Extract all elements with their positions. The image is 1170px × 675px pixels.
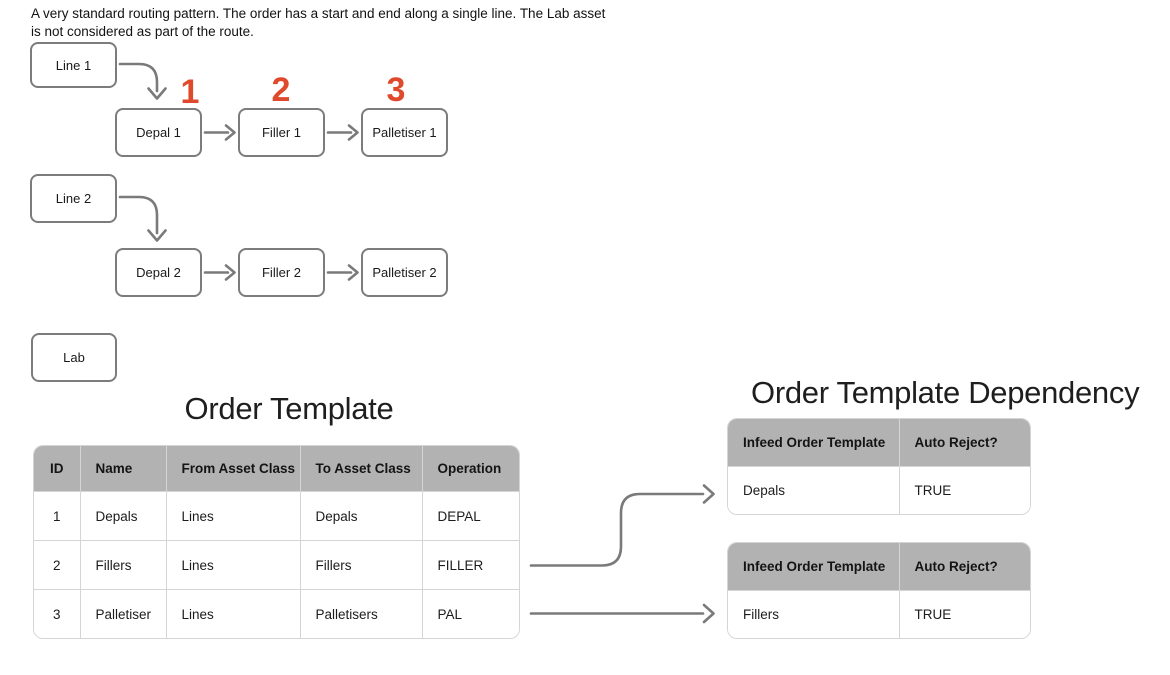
arrow-depal2-to-filler2 [203,264,236,281]
cell-operation: PAL [421,589,519,638]
description-line-2: is not considered as part of the route. [31,23,254,39]
order-template-title: Order Template [184,391,394,426]
cell-from: Lines [165,540,300,590]
cell-auto-reject: TRUE [898,590,1030,638]
node-palletiser-2: Palletiser 2 [361,248,448,297]
node-depal-1: Depal 1 [115,108,202,157]
arrow-filler2-to-palletiser2 [326,264,359,281]
table-row: Fillers TRUE [728,590,1030,638]
step-number-2: 2 [271,71,291,109]
node-line-1: Line 1 [30,42,117,88]
order-template-dependency-title: Order Template Dependency [751,375,1140,410]
step-number-1: 1 [180,73,200,111]
table-header-row: Infeed Order Template Auto Reject? [728,543,1030,591]
column-header-id: ID [34,446,80,492]
cell-operation: DEPAL [421,491,519,541]
column-header-operation: Operation [421,446,519,492]
arrow-fillers-row-to-dependency-1 [529,484,715,567]
dependency-table-1: Infeed Order Template Auto Reject? Depal… [727,418,1031,515]
step-number-3: 3 [386,71,406,109]
arrow-filler1-to-palletiser1 [326,124,359,141]
node-label: Line 1 [55,57,92,73]
table-row: 1 Depals Lines Depals DEPAL [34,491,519,541]
cell-id: 2 [34,540,80,590]
node-palletiser-1: Palletiser 1 [361,108,448,157]
node-label: Palletiser 2 [372,265,437,280]
node-depal-2: Depal 2 [115,248,202,297]
cell-from: Lines [165,589,300,638]
table-header-row: ID Name From Asset Class To Asset Class … [34,446,519,492]
dependency-table-2: Infeed Order Template Auto Reject? Fille… [727,542,1031,639]
arrow-palletiser-row-to-dependency-2 [529,603,715,624]
column-header-infeed-order-template: Infeed Order Template [728,543,899,591]
cell-name: Depals [79,491,166,541]
node-label: Filler 2 [261,265,301,280]
cell-name: Fillers [79,540,166,590]
cell-to: Fillers [299,540,422,590]
node-label: Depal 2 [136,265,181,280]
cell-name: Palletiser [79,589,166,638]
cell-from: Lines [165,491,300,541]
table-row: 2 Fillers Lines Fillers FILLER [34,540,519,590]
node-filler-2: Filler 2 [238,248,325,297]
arrow-line2-to-depal2 [118,195,167,242]
cell-to: Palletisers [299,589,422,638]
column-header-infeed-order-template: Infeed Order Template [728,419,899,467]
column-header-to-asset-class: To Asset Class [299,446,422,492]
node-label: Line 2 [55,191,92,206]
node-label: Depal 1 [136,125,181,140]
node-filler-1: Filler 1 [238,108,325,157]
order-template-table: ID Name From Asset Class To Asset Class … [33,445,520,639]
column-header-auto-reject: Auto Reject? [898,419,1030,467]
node-label: Palletiser 1 [372,125,437,140]
node-label: Filler 1 [261,125,301,140]
column-header-name: Name [79,446,166,492]
cell-infeed: Depals [728,466,899,514]
table-row: Depals TRUE [728,466,1030,514]
node-line-2: Line 2 [30,174,117,223]
cell-operation: FILLER [421,540,519,590]
cell-to: Depals [299,491,422,541]
cell-id: 1 [34,491,80,541]
cell-id: 3 [34,589,80,638]
cell-infeed: Fillers [728,590,899,638]
cell-auto-reject: TRUE [898,466,1030,514]
description-line-1: A very standard routing pattern. The ord… [31,6,606,21]
column-header-from-asset-class: From Asset Class [165,446,300,492]
description-text: A very standard routing pattern. The ord… [31,5,631,40]
table-header-row: Infeed Order Template Auto Reject? [728,419,1030,467]
table-row: 3 Palletiser Lines Palletisers PAL [34,589,519,638]
column-header-auto-reject: Auto Reject? [898,543,1030,591]
arrow-line1-to-depal1 [118,62,167,100]
arrow-depal1-to-filler1 [203,124,236,141]
node-label: Lab [63,350,85,365]
node-lab: Lab [31,333,117,382]
